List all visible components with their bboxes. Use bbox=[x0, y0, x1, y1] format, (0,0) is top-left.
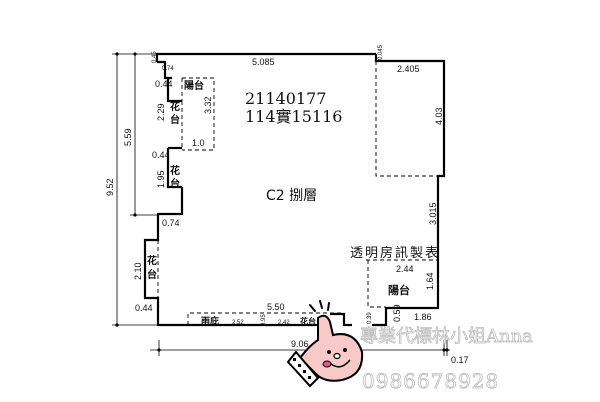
dim-canopy-seg1: 2.52 bbox=[232, 320, 244, 326]
dim-nw-balcony-height: 3.32 bbox=[203, 96, 213, 114]
label-planter2-bottom: 台 bbox=[170, 177, 180, 190]
dim-se-balcony-height: 1.64 bbox=[425, 272, 435, 290]
dim-top-notch: 0.45 bbox=[152, 51, 158, 63]
dim-planter2-height: 1.95 bbox=[156, 170, 166, 188]
case-number-1: 21140177 bbox=[245, 89, 326, 108]
label-se-balcony: 陽台 bbox=[388, 283, 410, 297]
dim-notch-a: 0.39 bbox=[367, 312, 373, 324]
label-planter2-top: 花 bbox=[170, 164, 180, 177]
label-planter1-top: 花 bbox=[170, 100, 180, 113]
dim-notch-b: 0.59 bbox=[392, 304, 402, 322]
label-planter3-bottom: 台 bbox=[147, 268, 157, 281]
dim-planter1-height: 2.29 bbox=[156, 103, 166, 121]
dim-planter1-depth: 0.44 bbox=[155, 79, 173, 89]
dim-canopy-width: 5.50 bbox=[267, 302, 285, 312]
dim-ne-balcony-width: 2.405 bbox=[397, 64, 420, 74]
case-number-2: 114實15116 bbox=[245, 107, 342, 126]
dim-bottom-right: 1.86 bbox=[414, 312, 432, 322]
label-nw-balcony: 陽台 bbox=[184, 79, 204, 92]
thumbs-up-mascot-icon bbox=[286, 300, 364, 388]
dim-se-balcony-width: 2.44 bbox=[396, 264, 414, 274]
dim-right-wall: 3.015 bbox=[428, 202, 438, 225]
dim-ne-notch: 0.045 bbox=[378, 44, 384, 60]
dim-planter3-height: 2.10 bbox=[133, 262, 143, 280]
dim-planter2-depth: 0.44 bbox=[152, 150, 170, 160]
dim-left-step: 0.74 bbox=[162, 218, 180, 228]
dim-canopy-seg2: 0.95 bbox=[261, 314, 267, 326]
dim-right-offset: 0.17 bbox=[451, 355, 469, 365]
watermark-line1: 專業代標林小姐Anna bbox=[360, 326, 533, 347]
dimension-dots bbox=[115, 52, 449, 352]
dim-nw-balcony-width: 1.0 bbox=[192, 138, 205, 148]
dim-canopy-seg3: 2.42 bbox=[278, 320, 290, 326]
maker-label: 透明房訊製表 bbox=[350, 245, 440, 261]
dim-upper-height: 5.59 bbox=[123, 128, 133, 146]
dim-total-width: 9.06 bbox=[291, 339, 309, 349]
label-canopy: 雨庇 bbox=[201, 315, 219, 327]
unit-label: C2 捌層 bbox=[266, 188, 317, 204]
label-planter-small: 花台 bbox=[300, 316, 316, 326]
label-planter1-bottom: 台 bbox=[170, 113, 180, 126]
dim-top-left-step: 0.74 bbox=[162, 66, 174, 72]
dim-planter3-depth: 0.44 bbox=[135, 303, 153, 313]
watermark-line2: 0986678928 bbox=[362, 369, 499, 393]
dim-total-height: 9.52 bbox=[105, 178, 115, 196]
label-planter3-top: 花 bbox=[147, 254, 157, 267]
dim-ne-balcony-height: 4.03 bbox=[434, 107, 444, 125]
dim-top-width: 5.085 bbox=[252, 57, 275, 67]
dashed-outlines bbox=[157, 61, 444, 325]
